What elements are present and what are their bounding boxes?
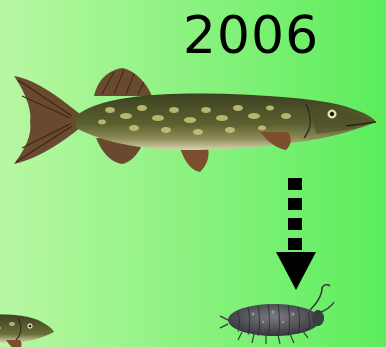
pike-fish-icon xyxy=(0,300,56,347)
year-label: 2006 xyxy=(0,6,386,66)
isopod-icon xyxy=(218,282,338,347)
pike-fish-icon xyxy=(10,66,382,178)
dashed-arrow-down-icon xyxy=(270,176,322,294)
